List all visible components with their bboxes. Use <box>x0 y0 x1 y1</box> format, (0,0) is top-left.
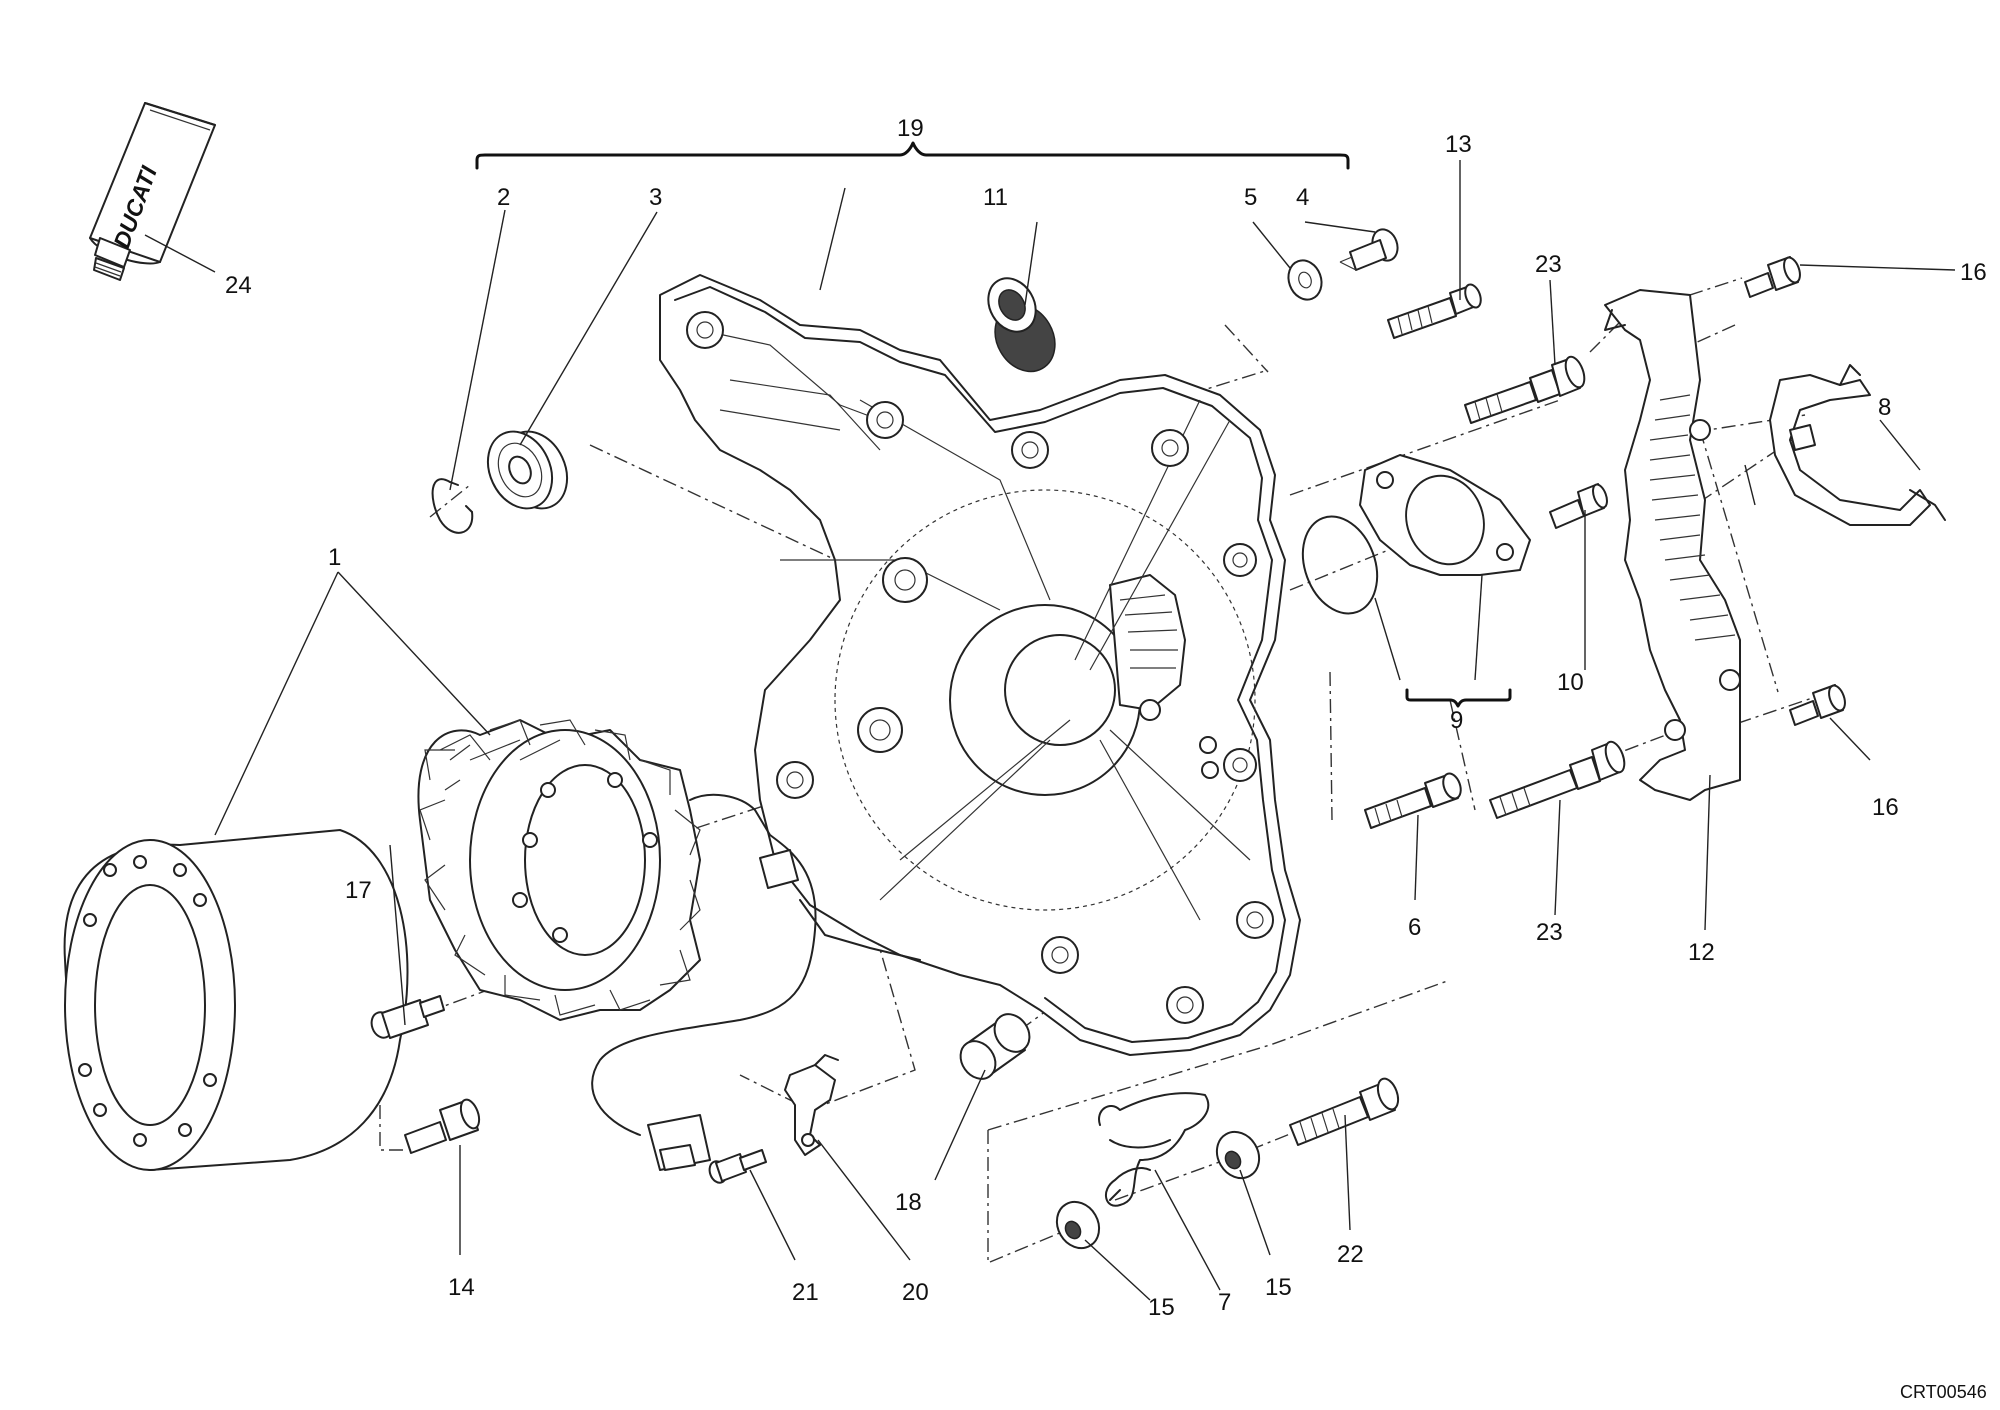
callout-labels: 1 2 3 4 5 6 7 8 9 10 11 12 13 14 15 15 1… <box>225 115 1987 1402</box>
callout-8: 8 <box>1878 394 1891 421</box>
oil-seal <box>987 277 1056 373</box>
drawing-code: CRT00546 <box>1900 1382 1987 1402</box>
callout-2: 2 <box>497 184 510 211</box>
braces <box>475 141 1512 708</box>
callout-17: 17 <box>345 877 372 904</box>
spring-clip <box>1098 1092 1210 1207</box>
callout-20: 20 <box>902 1279 929 1306</box>
washer-15-right <box>1215 1130 1261 1180</box>
flange-plate <box>1359 454 1531 576</box>
bolt-22 <box>1289 1077 1400 1146</box>
callout-14: 14 <box>448 1274 475 1301</box>
bolt-6 <box>1364 772 1462 829</box>
bolt-13 <box>1387 283 1482 339</box>
callout-16-upper: 16 <box>1960 259 1987 286</box>
callout-1: 1 <box>328 544 341 571</box>
stator <box>417 719 701 1021</box>
screw-10 <box>1549 483 1608 529</box>
screw-17 <box>370 995 445 1039</box>
callout-12: 12 <box>1688 939 1715 966</box>
callout-23-upper: 23 <box>1535 251 1562 278</box>
callout-15-right: 15 <box>1265 1274 1292 1301</box>
screw-14 <box>404 1098 481 1154</box>
generator-cover <box>659 274 1301 1056</box>
leader-lines <box>144 160 1956 1301</box>
callout-6: 6 <box>1408 914 1421 941</box>
callout-4: 4 <box>1296 184 1309 211</box>
callout-16-lower: 16 <box>1872 794 1899 821</box>
callout-13: 13 <box>1445 131 1472 158</box>
bolt-23-lower <box>1489 740 1626 819</box>
callout-18: 18 <box>895 1189 922 1216</box>
dowel-pin <box>959 1013 1031 1080</box>
callout-19: 19 <box>897 115 924 142</box>
callout-5: 5 <box>1244 184 1257 211</box>
sealant-tube: DUCATI <box>89 102 216 281</box>
washer-5 <box>1287 259 1323 301</box>
callout-15-left: 15 <box>1148 1294 1175 1321</box>
bearing <box>486 430 569 510</box>
callout-22: 22 <box>1337 1241 1364 1268</box>
callout-10: 10 <box>1557 669 1584 696</box>
callout-24: 24 <box>225 272 252 299</box>
stator-wire-harness <box>591 793 817 1171</box>
callout-3: 3 <box>649 184 662 211</box>
wire-clamp <box>784 1054 839 1156</box>
bracket <box>1604 289 1741 801</box>
callout-21: 21 <box>792 1279 819 1306</box>
screw-16-lower <box>1789 684 1846 726</box>
screw-4 <box>1339 228 1399 271</box>
o-ring <box>1301 515 1379 615</box>
screw-21 <box>708 1149 767 1184</box>
callout-11: 11 <box>983 184 1008 211</box>
screw-16-upper <box>1744 256 1801 298</box>
bolt-23-upper <box>1464 355 1586 424</box>
callout-9: 9 <box>1450 707 1463 734</box>
callout-23-lower: 23 <box>1536 919 1563 946</box>
washer-15-left <box>1055 1200 1101 1250</box>
rotor <box>63 829 409 1171</box>
cable-clip <box>1769 364 1946 526</box>
callout-7: 7 <box>1218 1289 1231 1316</box>
